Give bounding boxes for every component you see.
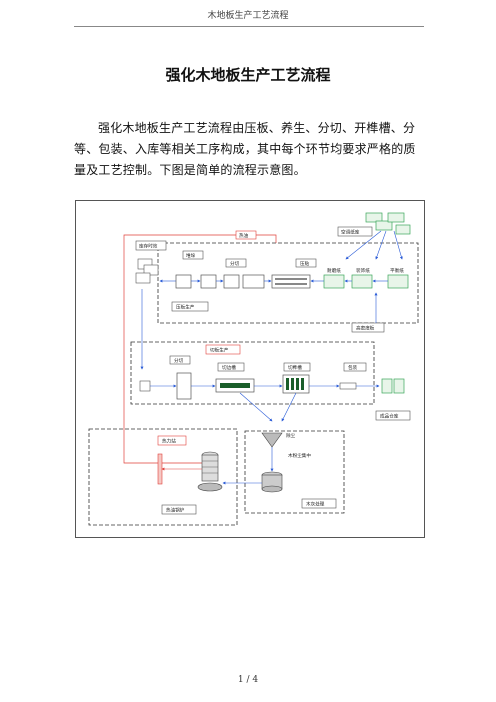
- paper-c-roll: [387, 274, 409, 289]
- stock-aging-label: 库存时效: [139, 243, 158, 250]
- cut-section-frame: [130, 341, 375, 405]
- warehouse-tag: [375, 410, 411, 421]
- press-box: [295, 258, 317, 268]
- paper-c-label: 平衡纸: [390, 267, 404, 274]
- dust-label: 除尘: [286, 432, 296, 439]
- dust-section-label: 木灰处理: [306, 501, 325, 508]
- paper-b-label: 装饰纸: [356, 267, 370, 274]
- tongue-label: 切榫槽: [288, 364, 302, 371]
- press-machine: [271, 274, 311, 289]
- stock-aging-box: [135, 240, 167, 251]
- stack-station: [175, 274, 192, 289]
- press-section-label: 压板生产: [176, 304, 195, 311]
- pack-item: [339, 382, 357, 390]
- return-heat-line: [123, 234, 236, 465]
- stack-label: 堆垛: [186, 252, 196, 259]
- document-title: 强化木地板生产工艺流程: [165, 66, 331, 84]
- high-density-label: 高密度板: [356, 325, 375, 332]
- aircon-store-label: 空调纸库: [341, 229, 360, 236]
- press-section-tag: [171, 301, 209, 312]
- edge-cut-box: [217, 362, 245, 372]
- boiler-label: 热油锅炉: [166, 507, 185, 514]
- paper-b-roll: [351, 274, 373, 289]
- boiler-icon: [197, 451, 223, 492]
- cut1-station-c: [242, 274, 265, 289]
- header-rule: [74, 26, 424, 27]
- pack-label: 包装: [348, 364, 358, 371]
- cut1-label: 分切: [230, 260, 240, 267]
- warehouse-label: 成品仓库: [380, 413, 399, 420]
- stack-box: [182, 250, 204, 260]
- paper-a-label: 耐磨纸: [327, 267, 341, 274]
- process-flow-diagram: 热油 空调纸库 库存时效 堆垛 分切: [75, 200, 425, 538]
- thermal-station-label: 热力站: [162, 438, 176, 445]
- stock-boards-icon: [135, 258, 159, 284]
- cut-section-tag: [205, 344, 241, 355]
- cut1-box: [225, 258, 247, 268]
- reheat-label: 热油: [239, 232, 249, 239]
- reheat-line: [256, 234, 277, 243]
- press-label: 压贴: [300, 260, 310, 267]
- cut1-station-b: [223, 274, 240, 289]
- paper-a-roll: [323, 274, 345, 289]
- flow-diagram-svg: 热油 空调纸库 库存时效 堆垛 分切: [88, 212, 419, 526]
- cut1-station-a: [200, 274, 217, 289]
- heat-section-frame: [88, 428, 238, 526]
- heat-exchanger: [157, 453, 163, 485]
- pack-box: [343, 362, 367, 372]
- edge-cut-label: 切边槽: [222, 364, 236, 371]
- dust-section-frame: [244, 430, 345, 514]
- sawdust-label: 木粉尘集中: [288, 452, 311, 459]
- cut2-stack: [176, 372, 192, 400]
- thermal-station-tag: [157, 435, 187, 446]
- paper-rolls-icon: [365, 212, 411, 235]
- intro-paragraph: 强化木地板生产工艺流程由压板、养生、分切、开榫槽、分等、包装、入库等相关工序构成…: [74, 121, 416, 177]
- press-section-frame: [157, 242, 419, 324]
- dust-section-tag: [301, 498, 337, 509]
- cut2-box: [169, 355, 191, 365]
- running-header: 木地板生产工艺流程: [207, 11, 289, 21]
- high-density-tag: [351, 322, 385, 333]
- warehouse-icon: [381, 378, 405, 394]
- cut2-label: 分切: [174, 357, 184, 364]
- dust-hopper: [261, 432, 283, 448]
- aircon-store-box: [337, 226, 373, 237]
- tongue-box: [283, 362, 311, 372]
- page-number: 1 / 4: [237, 675, 259, 685]
- cut2-input: [139, 380, 151, 392]
- cut-section-label: 切板生产: [210, 347, 229, 354]
- boiler-tag: [161, 504, 197, 515]
- sawdust-silo: [261, 471, 283, 493]
